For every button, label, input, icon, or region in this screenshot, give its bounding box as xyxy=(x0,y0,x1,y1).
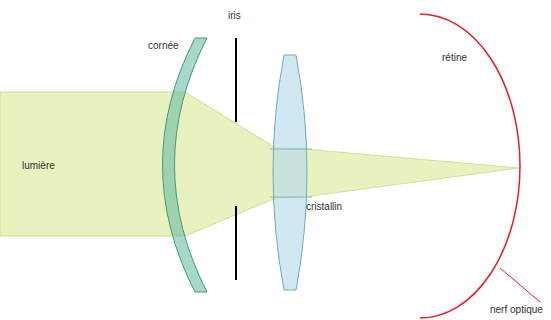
lens-zone-bottom xyxy=(270,197,312,198)
optic-nerve-leader xyxy=(500,268,540,302)
lens-label: cristallin xyxy=(306,201,342,213)
retina-label: rétine xyxy=(442,52,467,64)
iris-upper xyxy=(235,38,237,122)
iris-lower xyxy=(235,206,237,280)
iris-label: iris xyxy=(228,10,241,22)
lens-shape xyxy=(273,55,307,290)
lens-zone-top xyxy=(270,149,312,150)
cornea-label: cornée xyxy=(148,40,179,52)
cornea-shape xyxy=(163,38,208,292)
light-label: lumière xyxy=(22,160,55,172)
optic-nerve-label: nerf optique xyxy=(490,304,543,316)
light-beam xyxy=(0,92,519,236)
